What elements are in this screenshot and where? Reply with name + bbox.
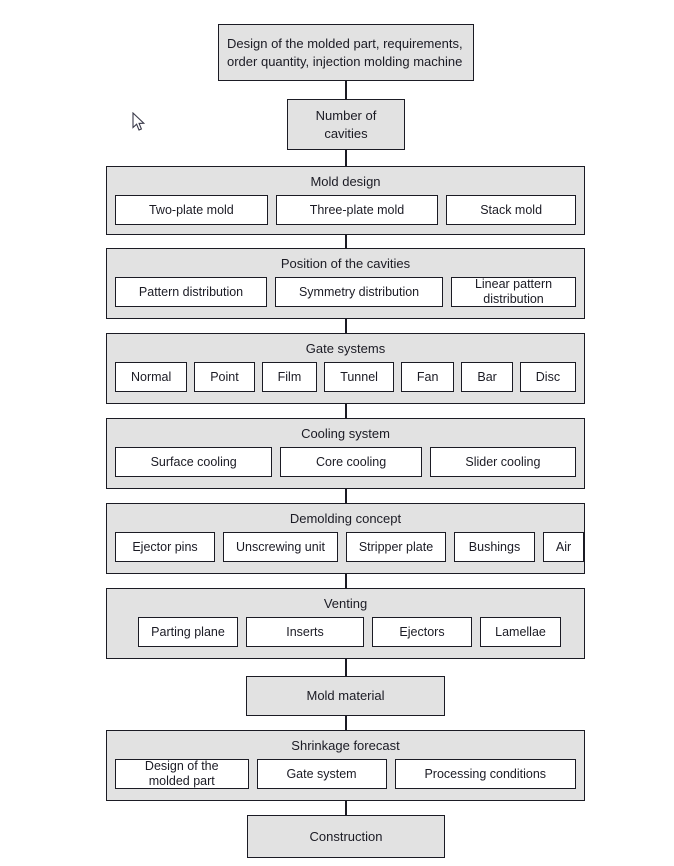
- node-mold-material-label: Mold material: [306, 688, 385, 704]
- connector-cavities-to-mold-design: [345, 150, 347, 166]
- chip-tunnel[interactable]: Tunnel: [324, 362, 394, 392]
- node-mold-material: Mold material: [246, 676, 445, 716]
- group-cooling-system: Cooling system Surface cooling Core cool…: [106, 418, 585, 489]
- node-number-of-cavities: Number of cavities: [287, 99, 405, 150]
- chip-unscrewing-unit[interactable]: Unscrewing unit: [223, 532, 338, 562]
- chip-symmetry-distribution[interactable]: Symmetry distribution: [275, 277, 444, 307]
- group-shrinkage-forecast-title: Shrinkage forecast: [291, 738, 400, 753]
- chip-bar[interactable]: Bar: [461, 362, 513, 392]
- chip-parting-plane[interactable]: Parting plane: [138, 617, 238, 647]
- connector-position-to-gate-systems: [345, 319, 347, 333]
- chip-lamellae[interactable]: Lamellae: [480, 617, 561, 647]
- group-venting-items: Parting plane Inserts Ejectors Lamellae: [107, 617, 584, 656]
- chip-stack-mold[interactable]: Stack mold: [446, 195, 577, 225]
- chip-two-plate-mold[interactable]: Two-plate mold: [115, 195, 268, 225]
- group-demolding-concept-title: Demolding concept: [289, 511, 402, 526]
- chip-bushings[interactable]: Bushings: [454, 532, 535, 562]
- chip-ejectors[interactable]: Ejectors: [372, 617, 472, 647]
- group-gate-systems-items: Normal Point Film Tunnel Fan Bar Disc: [107, 362, 584, 401]
- chip-film[interactable]: Film: [261, 362, 318, 392]
- group-position-of-the-cavities-items: Pattern distribution Symmetry distributi…: [107, 277, 584, 316]
- chip-stripper-plate[interactable]: Stripper plate: [346, 532, 446, 562]
- node-start-label: Design of the molded part, requirements,…: [227, 36, 463, 69]
- node-construction-label: Construction: [309, 828, 383, 844]
- arrow-pointer-icon: [132, 112, 146, 131]
- connector-mold-material-to-shrinkage: [345, 716, 347, 730]
- group-position-of-the-cavities: Position of the cavities Pattern distrib…: [106, 248, 585, 319]
- node-construction: Construction: [247, 815, 445, 858]
- group-position-of-the-cavities-title: Position of the cavities: [280, 256, 411, 271]
- chip-surface-cooling[interactable]: Surface cooling: [115, 447, 273, 477]
- group-venting-title: Venting: [323, 596, 368, 611]
- connector-gate-systems-to-cooling: [345, 404, 347, 418]
- group-demolding-concept: Demolding concept Ejector pins Unscrewin…: [106, 503, 585, 574]
- group-gate-systems-title: Gate systems: [305, 341, 386, 356]
- group-venting: Venting Parting plane Inserts Ejectors L…: [106, 588, 585, 659]
- group-cooling-system-title: Cooling system: [301, 426, 390, 441]
- chip-point[interactable]: Point: [194, 362, 255, 392]
- group-mold-design-items: Two-plate mold Three-plate mold Stack mo…: [107, 195, 584, 234]
- group-cooling-system-items: Surface cooling Core cooling Slider cool…: [107, 447, 584, 486]
- chip-processing-conditions[interactable]: Processing conditions: [394, 759, 576, 789]
- chip-linear-pattern-distribution[interactable]: Linear pattern distribution: [451, 277, 576, 307]
- connector-venting-to-mold-material: [345, 659, 347, 676]
- chip-core-cooling[interactable]: Core cooling: [280, 447, 422, 477]
- chip-inserts[interactable]: Inserts: [246, 617, 364, 647]
- group-mold-design: Mold design Two-plate mold Three-plate m…: [106, 166, 585, 235]
- group-gate-systems: Gate systems Normal Point Film Tunnel Fa…: [106, 333, 585, 404]
- chip-pattern-distribution[interactable]: Pattern distribution: [115, 277, 268, 307]
- chip-gate-system[interactable]: Gate system: [256, 759, 387, 789]
- group-shrinkage-forecast-items: Design of the molded part Gate system Pr…: [107, 759, 584, 798]
- node-start: Design of the molded part, requirements,…: [218, 24, 474, 81]
- chip-three-plate-mold[interactable]: Three-plate mold: [275, 195, 439, 225]
- chip-fan[interactable]: Fan: [400, 362, 455, 392]
- chip-design-of-the-molded-part[interactable]: Design of the molded part: [115, 759, 249, 789]
- chip-normal[interactable]: Normal: [115, 362, 188, 392]
- connector-mold-design-to-position: [345, 235, 347, 248]
- connector-start-to-cavities: [345, 81, 347, 99]
- node-number-of-cavities-label: Number of cavities: [315, 108, 377, 141]
- group-demolding-concept-items: Ejector pins Unscrewing unit Stripper pl…: [107, 532, 584, 571]
- chip-disc[interactable]: Disc: [519, 362, 577, 392]
- group-shrinkage-forecast: Shrinkage forecast Design of the molded …: [106, 730, 585, 801]
- connector-shrinkage-to-construction: [345, 801, 347, 815]
- chip-air[interactable]: Air: [543, 532, 584, 562]
- chip-ejector-pins[interactable]: Ejector pins: [115, 532, 215, 562]
- group-mold-design-title: Mold design: [310, 174, 381, 189]
- connector-cooling-to-demolding: [345, 489, 347, 503]
- chip-slider-cooling[interactable]: Slider cooling: [429, 447, 577, 477]
- connector-demolding-to-venting: [345, 574, 347, 588]
